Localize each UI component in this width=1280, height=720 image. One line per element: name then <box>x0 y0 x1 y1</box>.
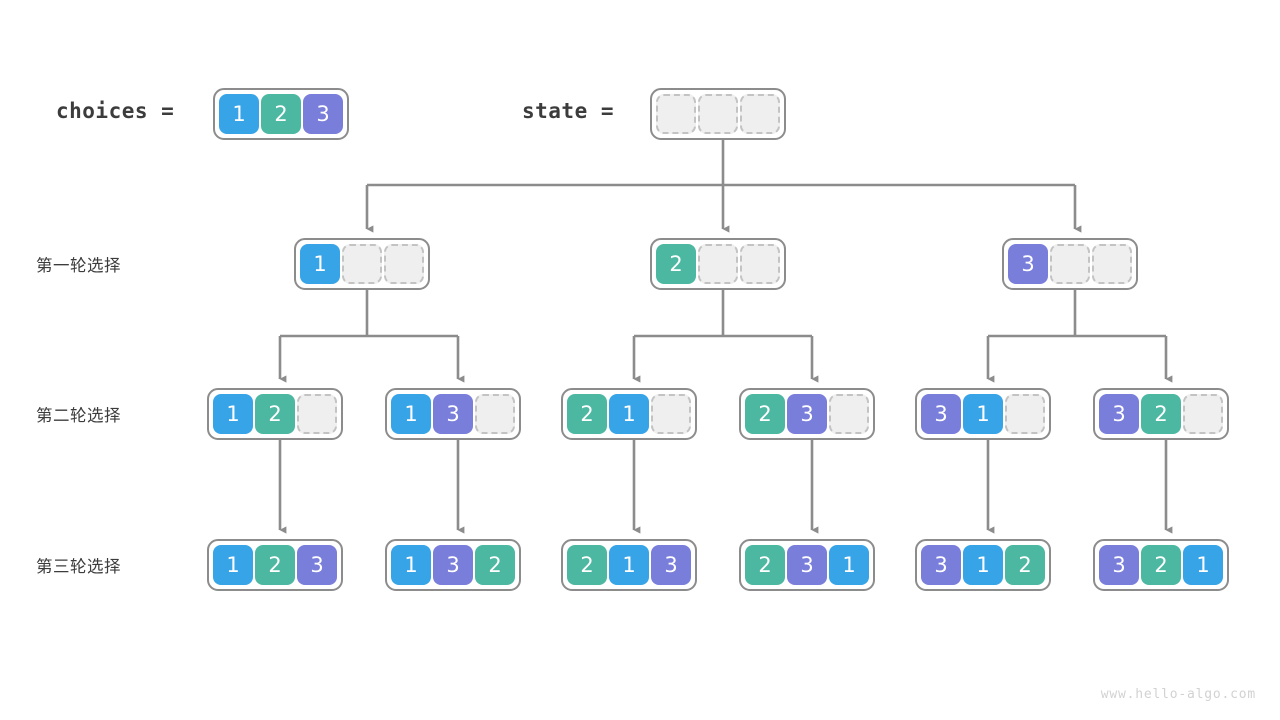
level2-node-6-cell-2: 2 <box>1141 394 1181 434</box>
watermark: www.hello-algo.com <box>1100 687 1256 702</box>
state-label: state = <box>522 99 615 123</box>
level1-node-1-cell-3 <box>384 244 424 284</box>
level2-node-2-cell-1: 1 <box>391 394 431 434</box>
level2-node-1-cell-2: 2 <box>255 394 295 434</box>
level2-node-1-cell-1: 1 <box>213 394 253 434</box>
choices-cell-2: 2 <box>261 94 301 134</box>
level1-node-3-cell-2 <box>1050 244 1090 284</box>
level3-node-1-cell-3: 3 <box>297 545 337 585</box>
edge-level1-3-to-level2 <box>986 288 1173 383</box>
choices-cell-1: 1 <box>219 94 259 134</box>
level1-node-3-cell-1: 3 <box>1008 244 1048 284</box>
level2-node-3-cell-1: 2 <box>567 394 607 434</box>
level2-node-4-cell-2: 3 <box>787 394 827 434</box>
level3-node-3-cell-3: 3 <box>651 545 691 585</box>
level3-node-2-cell-2: 3 <box>433 545 473 585</box>
level3-node-3-cell-2: 1 <box>609 545 649 585</box>
level2-node-5-cell-1: 3 <box>921 394 961 434</box>
level2-node-2-cell-3 <box>475 394 515 434</box>
level3-node-5-cell-3: 2 <box>1005 545 1045 585</box>
level2-node-3-cell-3 <box>651 394 691 434</box>
level2-node-5-cell-3 <box>1005 394 1045 434</box>
row-label-round-1: 第一轮选择 <box>36 256 121 275</box>
level2-node-1-cell-3 <box>297 394 337 434</box>
level2-node-4-cell-1: 2 <box>745 394 785 434</box>
edge-level2-to-level3 <box>278 438 1173 534</box>
level1-node-2-cell-2 <box>698 244 738 284</box>
state-array <box>650 88 786 140</box>
state-cell-3 <box>740 94 780 134</box>
level3-node-2-cell-3: 2 <box>475 545 515 585</box>
level2-node-6-cell-3 <box>1183 394 1223 434</box>
level1-node-2-cell-3 <box>740 244 780 284</box>
level1-node-1-cell-2 <box>342 244 382 284</box>
level3-node-6-cell-1: 3 <box>1099 545 1139 585</box>
level1-node-2: 2 <box>650 238 786 290</box>
level2-node-2-cell-2: 3 <box>433 394 473 434</box>
level3-node-4-cell-1: 2 <box>745 545 785 585</box>
row-label-round-2: 第二轮选择 <box>36 406 121 425</box>
level1-node-1: 1 <box>294 238 430 290</box>
level2-node-5-cell-2: 1 <box>963 394 1003 434</box>
state-cell-1 <box>656 94 696 134</box>
level3-node-5-cell-1: 3 <box>921 545 961 585</box>
state-cell-2 <box>698 94 738 134</box>
edge-level1-1-to-level2 <box>278 288 465 383</box>
level3-node-1-cell-2: 2 <box>255 545 295 585</box>
level2-node-3-cell-2: 1 <box>609 394 649 434</box>
level3-node-2-cell-1: 1 <box>391 545 431 585</box>
row-label-round-3: 第三轮选择 <box>36 557 121 576</box>
edge-level1-2-to-level2 <box>632 288 819 383</box>
level1-node-1-cell-1: 1 <box>300 244 340 284</box>
level3-node-6-cell-3: 1 <box>1183 545 1223 585</box>
level3-node-4-cell-3: 1 <box>829 545 869 585</box>
level2-node-6-cell-1: 3 <box>1099 394 1139 434</box>
level3-node-1-cell-1: 1 <box>213 545 253 585</box>
level2-node-4-cell-3 <box>829 394 869 434</box>
level3-node-4-cell-2: 3 <box>787 545 827 585</box>
level1-node-3: 3 <box>1002 238 1138 290</box>
edge-root-to-level1 <box>365 136 1082 233</box>
choices-label: choices = <box>56 99 175 123</box>
level1-node-3-cell-3 <box>1092 244 1132 284</box>
level3-node-5-cell-2: 1 <box>963 545 1003 585</box>
choices-cell-3: 3 <box>303 94 343 134</box>
level3-node-6-cell-2: 2 <box>1141 545 1181 585</box>
level3-node-3-cell-1: 2 <box>567 545 607 585</box>
level1-node-2-cell-1: 2 <box>656 244 696 284</box>
